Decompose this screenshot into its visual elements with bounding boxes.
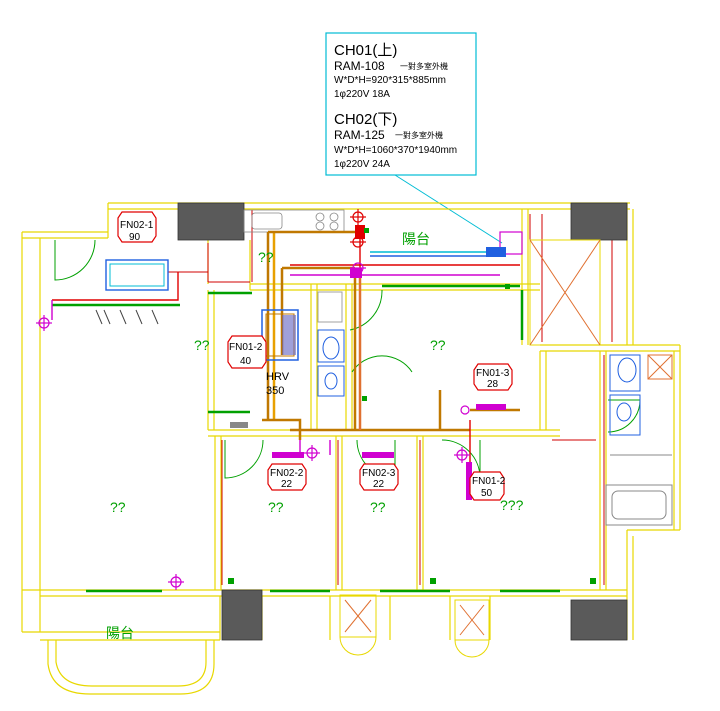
fn02-3-val: 22 (373, 479, 385, 490)
door-swings (54, 239, 641, 479)
hrv-name: HRV (266, 371, 290, 383)
ch02-dims: W*D*H=1060*370*1940mm (334, 145, 457, 156)
columns (177, 202, 628, 641)
fn02-1-val: 90 (129, 232, 141, 243)
balcony-top-label: 陽台 (402, 231, 430, 247)
hrv-unit (261, 309, 299, 361)
hrv-label: HRV 350 (266, 371, 290, 397)
red-partitions (168, 210, 613, 585)
ch01-dims: W*D*H=920*315*885mm (334, 75, 446, 86)
room-label-5: ?? (268, 499, 284, 515)
refrigerant-lines (51, 232, 520, 470)
tag-fn02-3 (359, 463, 399, 491)
fn01-3-val: 28 (487, 379, 499, 390)
fn02-2-tag: FN02-2 (270, 468, 304, 479)
fn01-2b-val: 50 (481, 488, 493, 499)
fn02-1-tag: FN02-1 (120, 220, 154, 231)
tag-fn01-3 (473, 363, 513, 391)
target-symbols (36, 209, 470, 590)
fn01-2a-tag: FN01-2 (229, 342, 263, 353)
room-labels: 陽台 陽台 ?? ?? ?? ?? ?? ?? ?? ??? (106, 231, 524, 641)
ch01-title: CH01(上) (334, 42, 397, 59)
ch02-note: 一對多室外機 (395, 130, 443, 140)
fn02-3-tag: FN02-3 (362, 468, 396, 479)
hrv-value: 350 (266, 385, 284, 397)
fn02-2-val: 22 (281, 479, 293, 490)
bath-fixtures (317, 291, 673, 526)
windows (52, 284, 560, 593)
room-label-4: ?? (110, 499, 126, 515)
ch02-model: RAM-125 (334, 128, 385, 142)
kitchen-counter (243, 209, 345, 233)
tag-fn01-2b (469, 471, 505, 501)
room-label-1: ?? (258, 249, 274, 265)
ch01-model: RAM-108 (334, 59, 385, 73)
balcony-shaft-top (529, 239, 601, 346)
ch02-power: 1φ220V 24A (334, 159, 390, 170)
fn01-2a-val: 40 (240, 356, 252, 367)
tag-fn02-1 (117, 211, 157, 243)
ch01-power: 1φ220V 18A (334, 89, 390, 100)
fn01-3-tag: FN01-3 (476, 368, 510, 379)
tag-fn01-2a (227, 335, 267, 369)
room-label-2: ?? (194, 337, 210, 353)
fn01-2b-tag: FN01-2 (472, 476, 506, 487)
ch02-title: CH02(下) (334, 111, 397, 128)
room-label-3: ?? (430, 337, 446, 353)
indoor-unit-living (105, 259, 169, 291)
legend-box: CH01(上) RAM-108 一對多室外機 W*D*H=920*315*885… (325, 32, 503, 244)
fan-grilles (95, 309, 159, 325)
room-label-6: ?? (370, 499, 386, 515)
unit-tags (117, 211, 513, 501)
tag-fn02-2 (267, 463, 307, 491)
ch01-note: 一對多室外機 (400, 61, 448, 71)
balcony-bottom-label: 陽台 (106, 625, 134, 641)
unit-tag-labels: FN02-1 90 FN01-2 40 FN01-3 28 FN02-2 22 … (120, 220, 510, 499)
room-label-8: ??? (500, 497, 524, 513)
bottom-shafts (339, 594, 490, 658)
diffusers (230, 404, 506, 500)
small-markers (228, 228, 596, 584)
